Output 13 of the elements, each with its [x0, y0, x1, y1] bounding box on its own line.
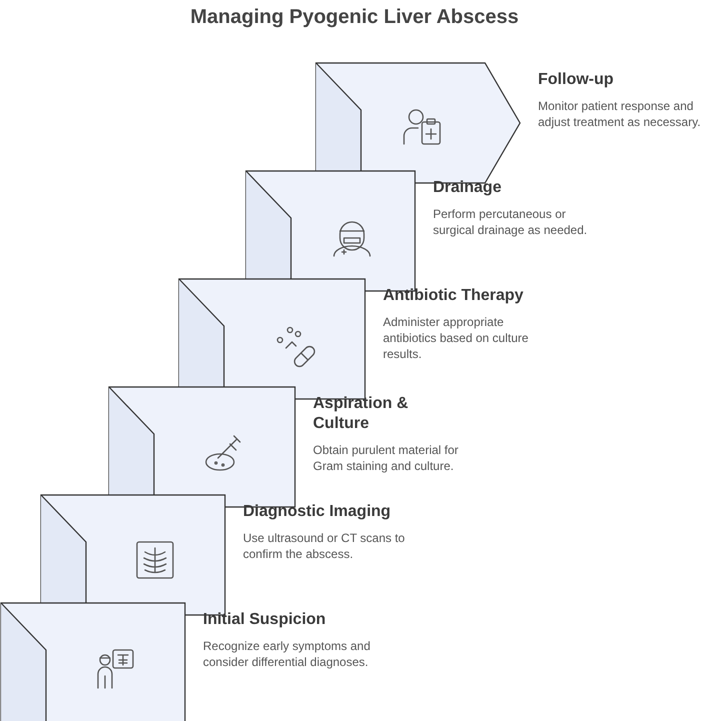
step-heading: Drainage — [433, 178, 502, 198]
step-heading: Initial Suspicion — [203, 610, 327, 630]
step-description: Administer appropriate antibiotics based on culture results. — [383, 314, 530, 362]
step-description: Monitor patient response and adjust treatment as necessary. — [538, 98, 702, 130]
step-heading: Aspiration & Culture — [313, 394, 410, 434]
step-description: Recognize early symptoms and consider differential diagnoses. — [203, 638, 372, 670]
step-description: Perform percutaneous or surgical drainage as needed. — [433, 206, 588, 238]
step-heading: Diagnostic Imaging — [243, 502, 392, 522]
step-description: Obtain purulent material for Gram staining and culture. — [313, 442, 460, 474]
step-description: Use ultrasound or CT scans to confirm the abscess. — [243, 530, 406, 562]
step-heading: Follow-up — [538, 70, 615, 90]
diagram-title: Managing Pyogenic Liver Abscess — [189, 6, 520, 29]
step-heading: Antibiotic Therapy — [383, 286, 524, 306]
